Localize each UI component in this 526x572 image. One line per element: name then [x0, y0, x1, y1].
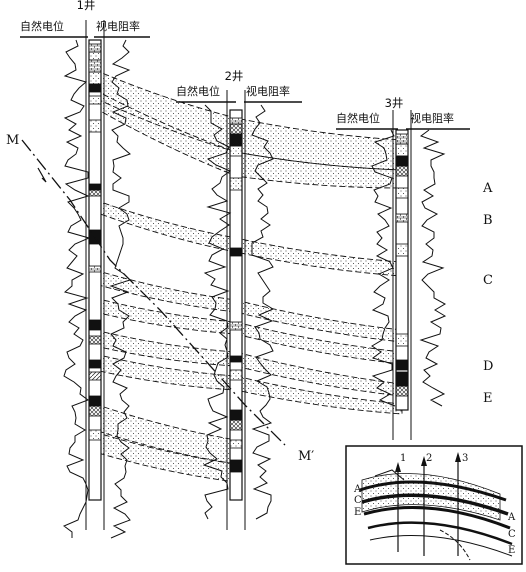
well-1-lithology-block — [88, 395, 102, 407]
well-3-lithology-block — [395, 243, 409, 257]
well-2-lithology-block — [229, 321, 243, 331]
correlation-band-5 — [94, 297, 403, 365]
well-2-column-outline — [229, 109, 243, 501]
well-1-res-label: 视电阻率 — [96, 19, 140, 33]
well-1-lithology-block — [88, 265, 102, 273]
well-3-lithology-block — [395, 333, 409, 347]
well-1-name: 1井 — [77, 0, 96, 12]
well-3-sp-curve — [371, 129, 396, 407]
correlation-band-8 — [94, 403, 237, 465]
correlation-band-2 — [94, 89, 403, 189]
well-3-lithology-block — [395, 213, 409, 223]
well-columns — [85, 20, 412, 530]
well-1-sp-label: 自然电位 — [20, 19, 64, 33]
well-2-column — [226, 90, 246, 530]
layer-label-a: A — [482, 181, 493, 196]
fault-line — [21, 139, 286, 446]
well-2-resistivity-curve — [251, 104, 275, 520]
well-1-lithology-block — [88, 51, 102, 61]
inset-right-c: C — [508, 529, 516, 540]
well-2-res-label: 视电阻率 — [246, 84, 290, 98]
well-3-resistivity-curve — [419, 129, 447, 407]
well-3-header: 3井 自然电位 视电阻率 — [336, 96, 470, 130]
well-1-lithology-block — [88, 183, 102, 191]
inset-left-c: C — [354, 495, 362, 506]
fault-label-m-prime: M′ — [298, 449, 314, 464]
well-3-lithology-block — [395, 385, 409, 397]
well-2-lithology-block — [229, 177, 243, 191]
well-3-lithology-block — [395, 143, 409, 157]
well-1-lithology-block — [88, 95, 102, 105]
well-1-header: 1井 自然电位 视电阻率 — [20, 0, 150, 38]
inset-well-2: 2 — [426, 453, 432, 464]
well-2-sp-curve — [202, 104, 232, 520]
well-1-lithology-block — [88, 335, 102, 345]
well-2-lithology-block — [229, 247, 243, 257]
well-2-lithology-block — [229, 355, 243, 363]
inset-left-e: E — [354, 507, 361, 518]
correlation-band-7 — [94, 353, 403, 415]
well-1-lithology-block — [88, 119, 102, 133]
correlation-bands — [94, 69, 403, 483]
log-curves — [63, 39, 447, 539]
well-1-lithology-block — [88, 359, 102, 369]
well-1-lithology-block — [88, 43, 102, 53]
well-1-resistivity-curve — [109, 39, 131, 539]
well-1-lithology-block — [88, 59, 102, 73]
well-3-lithology-block — [395, 371, 409, 387]
well-2-lithology-block — [229, 409, 243, 421]
inset-right-e: E — [508, 545, 515, 556]
well-3-sp-label: 自然电位 — [336, 111, 380, 125]
well-1-lithology-block — [88, 71, 102, 85]
well-1-sp-curve — [63, 39, 91, 538]
well-3-lithology-block — [395, 155, 409, 167]
inset-well-3: 3 — [462, 453, 468, 464]
inset-block-diagram: 1 2 3 A C E A C E — [345, 445, 523, 565]
well-2-lithology-block — [229, 117, 243, 125]
well-1-lithology-block — [88, 189, 102, 197]
inset-right-a: A — [507, 512, 516, 523]
well-3-lithology-block — [395, 133, 409, 145]
layer-labels: A B C D E — [482, 181, 493, 406]
well-2-name: 2井 — [225, 69, 244, 83]
correlation-band-3 — [94, 199, 403, 277]
well-1-lithology-block — [88, 319, 102, 331]
well-2-lithology-block — [229, 145, 243, 157]
well-2-lithology-block — [229, 419, 243, 431]
well-3-lithology-block — [395, 359, 409, 371]
well-2-header: 2井 自然电位 视电阻率 — [176, 69, 302, 103]
well-1-lithology-block — [88, 371, 102, 381]
layer-label-d: D — [483, 359, 493, 374]
well-2-lithology-block — [229, 133, 243, 147]
layer-label-e: E — [483, 391, 493, 406]
layer-label-b: B — [483, 213, 493, 228]
well-1-lithology-block — [88, 83, 102, 93]
well-3-column — [392, 110, 412, 440]
well-3-name: 3井 — [385, 96, 404, 110]
inset-left-a: A — [353, 484, 362, 495]
well-3-lithology-block — [395, 187, 409, 199]
well-2-lithology-block — [229, 123, 243, 135]
well-3-lithology-block — [395, 165, 409, 177]
inset-well-1: 1 — [400, 453, 406, 464]
well-2-lithology-block — [229, 439, 243, 449]
well-1-column — [85, 20, 105, 530]
well-2-sp-label: 自然电位 — [176, 84, 220, 98]
well-3-res-label: 视电阻率 — [410, 111, 454, 125]
well-2-lithology-block — [229, 459, 243, 473]
well-2-lithology-block — [229, 369, 243, 381]
layer-label-c: C — [483, 273, 493, 288]
well-1-lithology-block — [88, 429, 102, 441]
well-1-lithology-block — [88, 405, 102, 417]
fault-label-m: M — [6, 133, 19, 148]
